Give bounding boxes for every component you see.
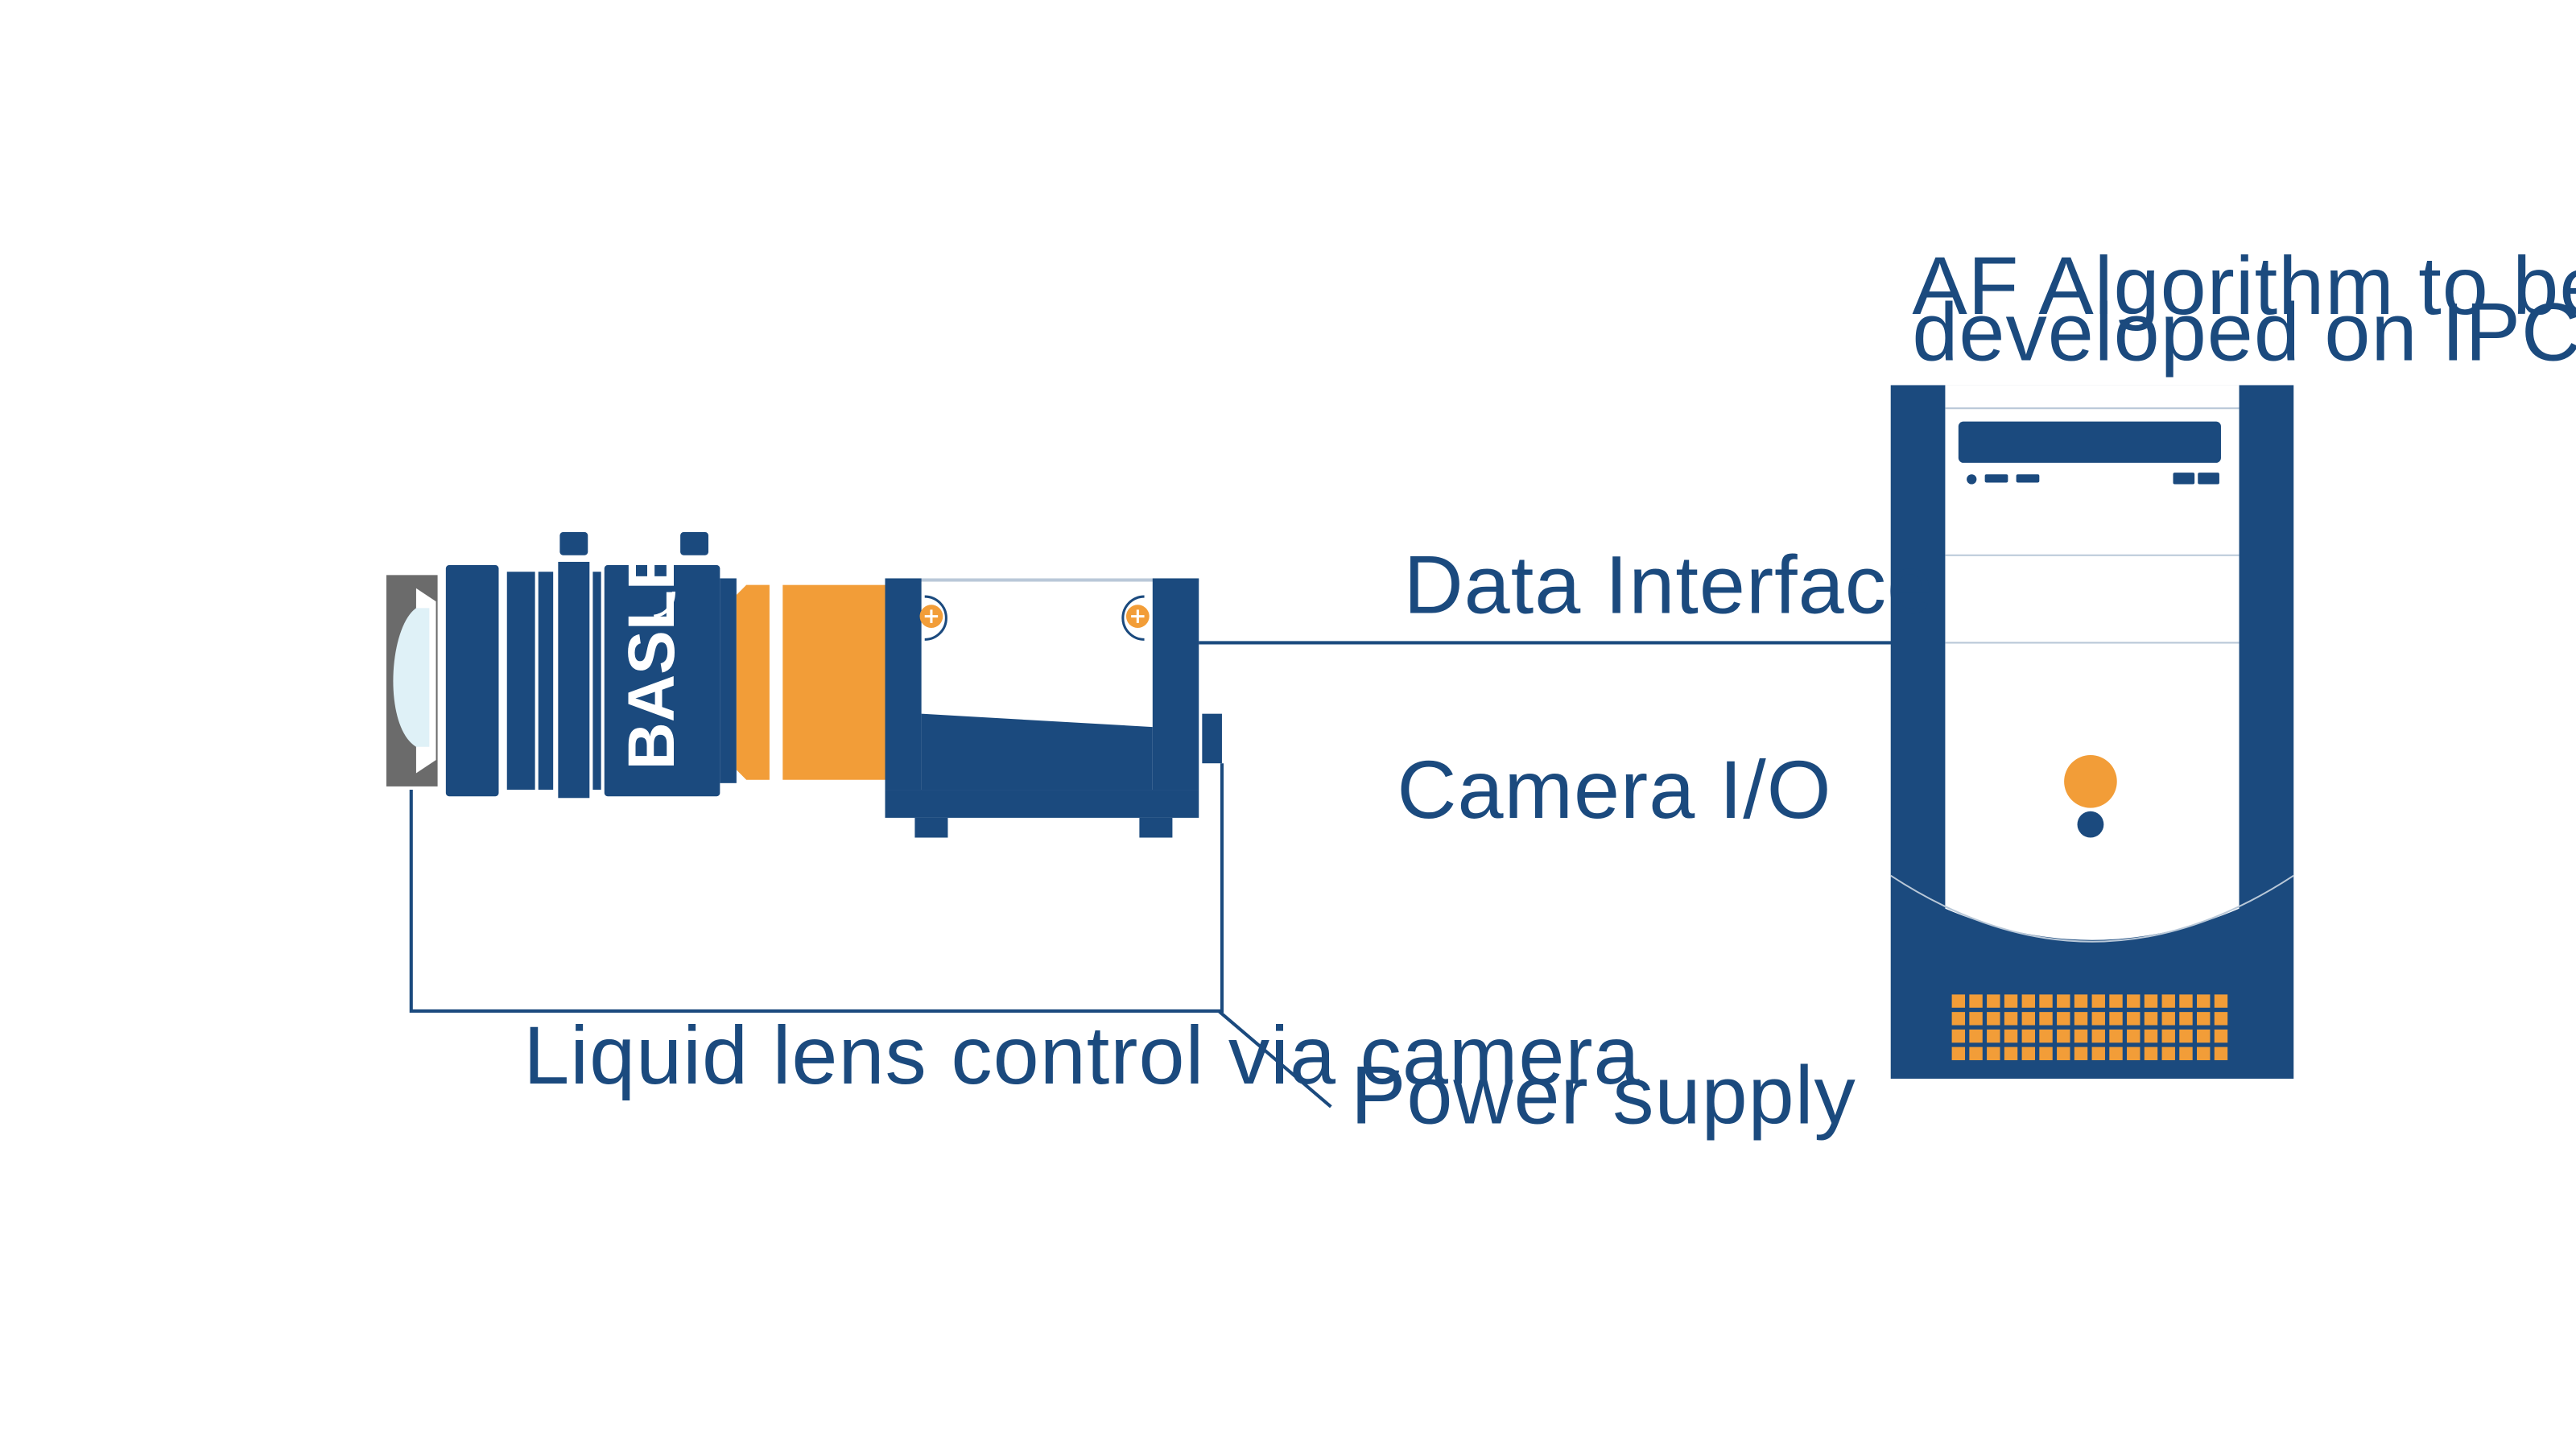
vent-hole [1951,1012,1966,1026]
vent-hole [2161,1012,2175,1026]
vent-hole [1969,1012,1983,1026]
vent-hole [2057,1012,2070,1026]
vent-hole [2127,1012,2140,1026]
vent-hole [2179,1046,2193,1061]
vent-hole [2144,1012,2158,1026]
vent-hole [2197,1012,2211,1026]
vent-hole [2109,994,2123,1008]
ipc-tower-icon [1890,385,2294,1079]
vent-grid-icon [1951,994,2228,1061]
vent-hole [2214,1046,2228,1061]
vent-hole [2161,1046,2175,1061]
data-interface-label: Data Interface [1404,539,1934,631]
vent-hole [2074,1012,2088,1026]
vent-hole [2161,994,2175,1008]
vent-hole [2021,1046,2035,1061]
status-led-icon [2077,811,2104,838]
vent-hole [1987,994,2000,1008]
vent-hole [2039,994,2053,1008]
vent-hole [1987,1012,2000,1026]
vent-hole [2161,1029,2175,1043]
vent-hole [2057,994,2070,1008]
vent-hole [2091,1012,2105,1026]
power-button-icon [2064,754,2117,808]
liquid-lens-control-label: Liquid lens control via camera [523,1009,1640,1101]
vent-hole [2144,994,2158,1008]
liquid-lens-control-cable [409,763,1224,1013]
industrial-camera-icon: BASLER [604,498,737,797]
vent-hole [2021,994,2035,1008]
vent-hole [1951,994,1966,1008]
vent-hole [2214,994,2228,1008]
cables [409,641,1893,1108]
vent-hole [2144,1029,2158,1043]
vent-hole [1951,1029,1966,1043]
vent-hole [2074,994,2088,1008]
vent-hole [2214,1012,2228,1026]
vent-hole [2214,1029,2228,1043]
vent-hole [2021,1012,2035,1026]
vent-hole [1969,994,1983,1008]
basler-brand-label: BASLER [615,498,688,770]
labels: AF Algorithm to be developed on IPC Data… [523,239,2576,1141]
vent-hole [2039,1029,2053,1043]
vent-hole [2039,1012,2053,1026]
vent-hole [2197,1046,2211,1061]
vent-hole [2004,1046,2018,1061]
vent-hole [2179,994,2193,1008]
vent-hole [2109,1012,2123,1026]
vent-hole [2074,1046,2088,1061]
vent-hole [2109,1029,2123,1043]
vent-hole [1951,1046,1966,1061]
vent-hole [2091,994,2105,1008]
power-supply-label: Power supply [1351,1048,1856,1141]
vent-hole [2091,1046,2105,1061]
vent-hole [2057,1046,2070,1061]
power-supply-cable [1217,1009,1332,1108]
vent-hole [2091,1029,2105,1043]
vent-hole [2179,1029,2193,1043]
vent-hole [2004,994,2018,1008]
camera-io-label: Camera I/O [1397,743,1831,836]
vent-hole [2021,1029,2035,1043]
vent-hole [2197,994,2211,1008]
liquid-lens-icon [445,532,601,799]
af-algorithm-label-line1: AF Algorithm to be [1912,239,2576,332]
vent-hole [2197,1029,2211,1043]
vent-hole [2127,1029,2140,1043]
vent-hole [2004,1012,2018,1026]
vent-hole [2004,1029,2018,1043]
lens-front-icon [386,575,438,786]
vent-hole [2039,1046,2053,1061]
vent-hole [2109,1046,2123,1061]
vent-hole [1969,1046,1983,1061]
vent-hole [1987,1046,2000,1061]
camera-mount-bracket [885,578,1222,838]
vent-hole [1987,1029,2000,1043]
vent-hole [1969,1029,1983,1043]
vent-hole [2074,1029,2088,1043]
vent-hole [2127,1046,2140,1061]
io-connector-icon [1202,713,1222,764]
vent-hole [2057,1029,2070,1043]
vent-hole [2144,1046,2158,1061]
vent-hole [2127,994,2140,1008]
drive-bay-icon [1958,421,2221,463]
af-algorithm-label-line2: developed on IPC [1912,286,2576,378]
vent-hole [2179,1012,2193,1026]
camera-assembly: BASLER [386,498,1222,838]
lens-adapter [736,584,886,780]
